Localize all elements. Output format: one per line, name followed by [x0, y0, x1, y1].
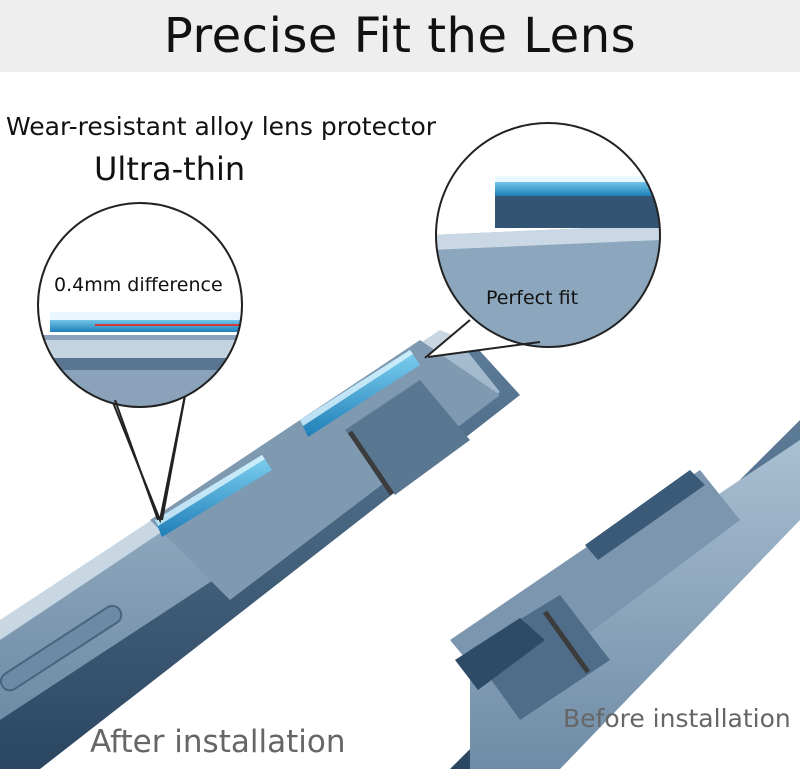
zoom-circle-difference	[37, 202, 243, 524]
title-banner: Precise Fit the Lens	[0, 0, 800, 72]
lens-ring-icon	[155, 455, 272, 537]
side-button	[0, 604, 123, 692]
thickness-caption: Ultra-thin	[94, 150, 246, 188]
phone-before-installation	[450, 420, 800, 769]
phone-after-installation	[0, 330, 520, 769]
difference-caption: 0.4mm difference	[54, 274, 223, 296]
lens-ring-icon	[300, 350, 420, 437]
zoom-circle-fit	[424, 122, 661, 359]
material-caption: Wear-resistant alloy lens protector	[6, 112, 437, 141]
page-title: Precise Fit the Lens	[163, 8, 637, 64]
after-installation-label: After installation	[90, 724, 346, 760]
before-installation-label: Before installation	[563, 704, 791, 733]
fit-caption: Perfect fit	[486, 287, 579, 309]
